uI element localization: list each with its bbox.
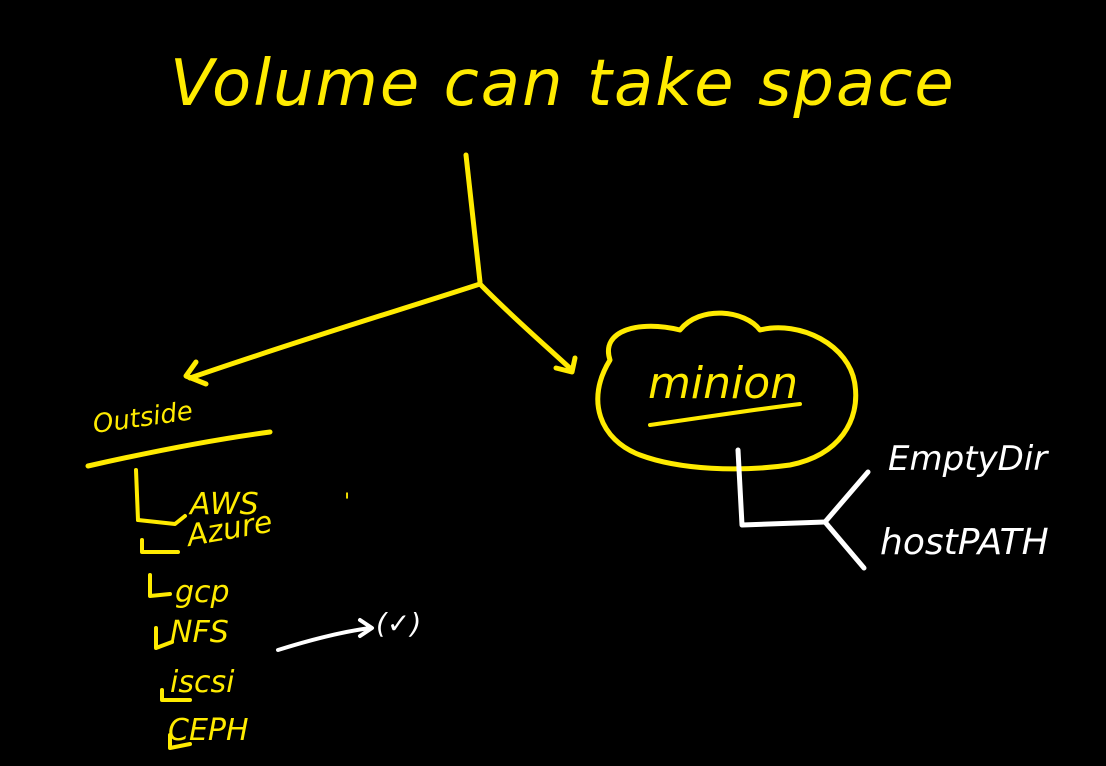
trunk-line — [463, 152, 483, 285]
nfs-check-badge: (✓) — [376, 607, 422, 640]
connector-aws — [136, 514, 187, 526]
list-item-gcp: gcp — [175, 575, 230, 610]
list-item-ceph: CEPH — [168, 713, 249, 748]
tree-spine — [134, 468, 140, 522]
minion-label: minion — [648, 358, 799, 409]
list-item-nfs: NFS — [170, 615, 229, 650]
diagram-title: Volume can take space — [170, 47, 956, 121]
aws-mark: ' — [344, 490, 351, 515]
nfs-arrow — [276, 626, 372, 652]
left-arrowhead — [183, 359, 209, 387]
fork-lower — [822, 519, 867, 571]
right-branch-arrow — [477, 281, 575, 373]
list-item-iscsi: iscsi — [170, 665, 235, 700]
type-emptydir: EmptyDir — [888, 439, 1048, 479]
fork-upper — [822, 469, 871, 525]
connector-azure — [140, 538, 180, 554]
minion-connector — [735, 447, 828, 528]
list-item-aws: AWS — [190, 487, 259, 522]
minion-cloud — [595, 310, 859, 472]
connector-nfs — [154, 626, 174, 650]
connector-ceph — [168, 733, 192, 750]
nfs-arrowhead — [358, 618, 374, 638]
outside-underline — [85, 429, 273, 469]
left-branch-arrow — [187, 281, 483, 381]
minion-underline — [648, 402, 802, 427]
connector-iscsi — [160, 688, 192, 702]
right-arrowhead — [553, 355, 578, 375]
type-hostpath: hostPATH — [880, 522, 1049, 563]
connector-gcp — [148, 573, 172, 598]
